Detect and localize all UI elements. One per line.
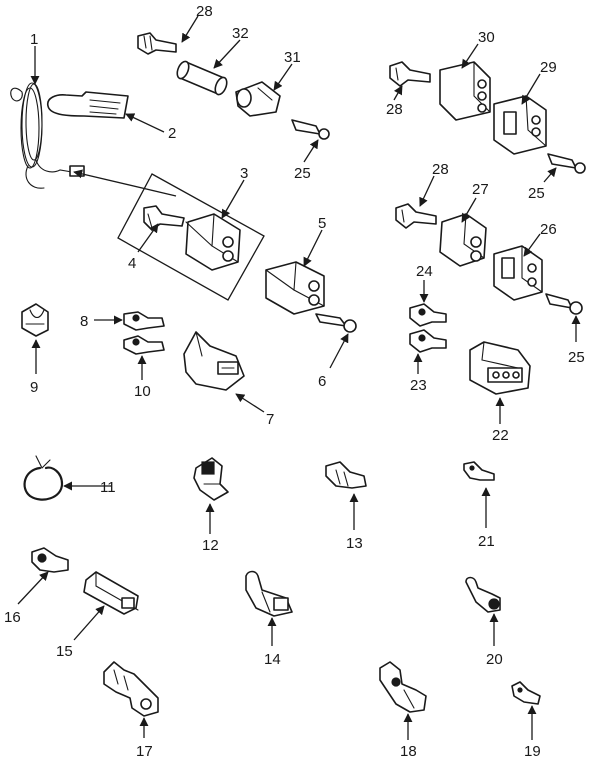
pin-25-right-upper bbox=[547, 153, 586, 174]
callout-1: 1 bbox=[30, 31, 38, 48]
terminal-19 bbox=[511, 681, 541, 705]
connector-27 bbox=[439, 213, 487, 267]
terminal-10 bbox=[123, 335, 165, 355]
housing-22 bbox=[469, 341, 531, 395]
callout-17: 17 bbox=[136, 743, 153, 760]
terminal-23 bbox=[409, 329, 447, 353]
callout-6: 6 bbox=[318, 373, 326, 390]
callout-7: 7 bbox=[266, 411, 274, 428]
callout-14: 14 bbox=[264, 651, 281, 668]
clip-9 bbox=[21, 303, 49, 337]
housing-7 bbox=[183, 331, 245, 391]
callout-labels: 1 2 3 4 5 6 7 8 9 10 11 12 13 14 15 16 1… bbox=[4, 3, 585, 760]
pin-25-upper bbox=[291, 119, 330, 140]
callout-3: 3 bbox=[240, 165, 248, 182]
callout-13: 13 bbox=[346, 535, 363, 552]
connector-26 bbox=[493, 245, 543, 301]
terminal-24 bbox=[409, 303, 447, 327]
callout-24: 24 bbox=[416, 263, 433, 280]
terminal-28-right-lower bbox=[395, 203, 437, 229]
callout-4: 4 bbox=[128, 255, 136, 272]
callout-21: 21 bbox=[478, 533, 495, 550]
callout-26: 26 bbox=[540, 221, 557, 238]
terminal-18 bbox=[379, 661, 427, 713]
callout-23: 23 bbox=[410, 377, 427, 394]
callout-16: 16 bbox=[4, 609, 21, 626]
callout-30: 30 bbox=[478, 29, 495, 46]
callout-11: 11 bbox=[100, 479, 116, 496]
housing-31 bbox=[235, 81, 281, 117]
ring-terminal-17 bbox=[103, 661, 159, 717]
callout-12: 12 bbox=[202, 537, 219, 554]
callout-15: 15 bbox=[56, 643, 73, 660]
callout-2: 2 bbox=[168, 125, 176, 142]
connector-14 bbox=[245, 570, 293, 617]
cord-tag bbox=[46, 91, 129, 119]
callout-28-right-lower: 28 bbox=[432, 161, 449, 178]
callout-18: 18 bbox=[400, 743, 417, 760]
connector-30 bbox=[439, 61, 491, 121]
housing-15 bbox=[83, 571, 139, 615]
callout-8: 8 bbox=[80, 313, 88, 330]
leader-lines bbox=[17, 15, 581, 740]
callout-25-upper: 25 bbox=[294, 165, 311, 182]
sleeve-32 bbox=[176, 60, 228, 96]
terminal-28-right-upper bbox=[389, 61, 431, 87]
pin-25-right-lower bbox=[545, 293, 583, 315]
callout-28-top: 28 bbox=[196, 3, 213, 20]
callout-10: 10 bbox=[134, 383, 151, 400]
callout-25-right-upper: 25 bbox=[528, 185, 545, 202]
connector-box-3-4 bbox=[117, 173, 265, 301]
callout-9: 9 bbox=[30, 379, 38, 396]
terminal-28-top bbox=[137, 32, 177, 55]
splice-12 bbox=[193, 457, 229, 501]
callout-22: 22 bbox=[492, 427, 509, 444]
callout-20: 20 bbox=[486, 651, 503, 668]
callout-25-right-lower: 25 bbox=[568, 349, 585, 366]
clamp-11 bbox=[23, 455, 64, 501]
terminal-13 bbox=[325, 461, 367, 489]
connector-29 bbox=[493, 95, 547, 155]
connector-5 bbox=[265, 261, 325, 315]
terminal-16 bbox=[31, 547, 69, 573]
pin-20 bbox=[465, 576, 501, 613]
pin-6 bbox=[315, 313, 357, 333]
callout-19: 19 bbox=[524, 743, 541, 760]
callout-27: 27 bbox=[472, 181, 489, 198]
terminal-8 bbox=[123, 311, 165, 331]
callout-5: 5 bbox=[318, 215, 326, 232]
terminal-21 bbox=[463, 461, 495, 481]
callout-32: 32 bbox=[232, 25, 249, 42]
callout-29: 29 bbox=[540, 59, 557, 76]
callout-28-right-upper: 28 bbox=[386, 101, 403, 118]
callout-31: 31 bbox=[284, 49, 301, 66]
